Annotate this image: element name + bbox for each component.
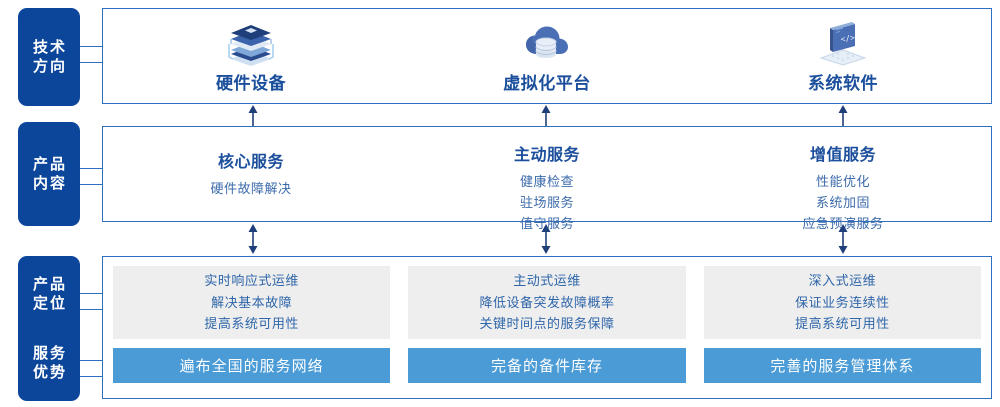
positioning-line: 提高系统可用性 <box>795 316 890 332</box>
arrow-up-system-software <box>837 105 849 127</box>
connector-stub-content-top <box>80 168 102 169</box>
advantage-bar: 完善的服务管理体系 <box>703 348 981 383</box>
content-column-proactive[interactable]: 主动服务 健康检查 驻场服务 值守服务 <box>399 127 695 231</box>
positioning-line: 保证业务连续性 <box>795 294 890 310</box>
positioning-line: 深入式运维 <box>808 272 877 288</box>
advantage-cell-management[interactable]: 完善的服务管理体系 <box>703 348 981 383</box>
content-title-core: 核心服务 <box>217 154 284 172</box>
rail-positioning-line2: 定位 <box>32 295 67 313</box>
content-title-value-added: 增值服务 <box>809 147 876 164</box>
positioning-line: 提高系统可用性 <box>204 316 299 332</box>
content-item: 应急预演服务 <box>802 216 884 232</box>
positioning-cell-realtime[interactable]: 实时响应式运维 解决基本故障 提高系统可用性 <box>113 266 391 339</box>
advantage-bar: 完备的备件库存 <box>408 348 686 383</box>
rail-positioning-line1: 产品 <box>32 276 67 294</box>
arrow-both-core <box>247 224 259 254</box>
tech-label-hardware: 硬件设备 <box>216 73 286 93</box>
tech-item-system-software[interactable]: </> 系统软件 <box>695 9 991 103</box>
content-item: 硬件故障解决 <box>210 181 292 197</box>
tech-item-virtualization[interactable]: 虚拟化平台 <box>399 9 695 103</box>
rail-content-line1: 产品 <box>32 155 67 173</box>
positioning-line: 关键时间点的服务保障 <box>479 316 615 332</box>
rail-tech-line1: 技术 <box>32 38 67 56</box>
server-stack-icon <box>219 19 283 67</box>
positioning-cell-proactive[interactable]: 主动式运维 降低设备突发故障概率 关键时间点的服务保障 <box>408 266 686 339</box>
connector-stub-tech-bottom <box>80 62 102 63</box>
connector-stub-content-bottom <box>80 184 102 185</box>
gray-box: 主动式运维 降低设备突发故障概率 关键时间点的服务保障 <box>408 266 686 339</box>
rail-advantage-line1: 服务 <box>32 344 67 362</box>
content-item: 健康检查 <box>519 174 574 189</box>
content-title-proactive: 主动服务 <box>513 147 580 164</box>
rail-product-positioning: 产品 定位 <box>31 275 67 313</box>
content-item: 性能优化 <box>815 174 870 189</box>
rail-product-content: 产品 内容 <box>18 122 80 226</box>
content-column-core[interactable]: 核心服务 硬件故障解决 <box>103 127 399 221</box>
content-column-value-added[interactable]: 增值服务 性能优化 系统加固 应急预演服务 <box>695 127 991 231</box>
positioning-line: 主动式运维 <box>513 272 581 288</box>
positioning-line: 解决基本故障 <box>211 294 293 310</box>
positioning-cell-indepth[interactable]: 深入式运维 保证业务连续性 提高系统可用性 <box>703 266 981 339</box>
rail-content-line2: 内容 <box>32 175 67 192</box>
rail-tech-direction: 技术 方向 <box>18 8 80 106</box>
advantage-cell-spare-parts[interactable]: 完备的备件库存 <box>408 348 686 383</box>
panel-tech-direction: 硬件设备 虚拟化平台 <box>102 8 992 104</box>
arrow-both-value-added <box>837 224 849 254</box>
arrow-up-hardware <box>247 105 259 127</box>
tech-label-virtualization: 虚拟化平台 <box>503 73 591 93</box>
connector-stub-positioning-top <box>80 293 102 294</box>
connector-stub-advantage-bottom <box>80 376 102 377</box>
gray-box: 深入式运维 保证业务连续性 提高系统可用性 <box>703 266 981 339</box>
svg-text:</>: </> <box>840 33 856 44</box>
connector-stub-advantage-top <box>80 360 102 361</box>
rail-bottom-group: 产品 定位 服务 优势 <box>18 256 80 401</box>
advantage-row: 遍布全国的服务网络 完备的备件库存 完善的服务管理体系 <box>113 348 981 383</box>
content-item: 驻场服务 <box>519 195 574 211</box>
positioning-line: 降低设备突发故障概率 <box>479 294 615 310</box>
arrow-up-virtualization <box>540 105 552 127</box>
rail-service-advantage: 服务 优势 <box>31 344 67 382</box>
arrow-both-proactive <box>540 224 552 254</box>
content-item: 系统加固 <box>815 195 870 211</box>
advantage-bar: 遍布全国的服务网络 <box>113 348 391 383</box>
rail-advantage-line2: 优势 <box>32 363 67 381</box>
laptop-code-icon: </> <box>811 19 875 67</box>
rail-tech-line2: 方向 <box>32 58 67 75</box>
content-item: 值守服务 <box>519 216 574 232</box>
connector-stub-tech-top <box>80 46 102 47</box>
connector-stub-positioning-bottom <box>80 309 102 310</box>
positioning-line: 实时响应式运维 <box>204 272 299 288</box>
cloud-database-icon <box>515 19 579 67</box>
panel-product-content: 核心服务 硬件故障解决 主动服务 健康检查 驻场服务 值守服务 增值服务 性能优… <box>102 126 992 231</box>
advantage-cell-network[interactable]: 遍布全国的服务网络 <box>113 348 391 383</box>
gray-box: 实时响应式运维 解决基本故障 提高系统可用性 <box>113 266 391 339</box>
tech-label-system-software: 系统软件 <box>808 73 878 93</box>
tech-item-hardware[interactable]: 硬件设备 <box>103 9 399 103</box>
positioning-row: 实时响应式运维 解决基本故障 提高系统可用性 主动式运维 降低设备突发故障概率 … <box>113 266 981 339</box>
panel-positioning-advantage: 实时响应式运维 解决基本故障 提高系统可用性 主动式运维 降低设备突发故障概率 … <box>102 256 992 399</box>
